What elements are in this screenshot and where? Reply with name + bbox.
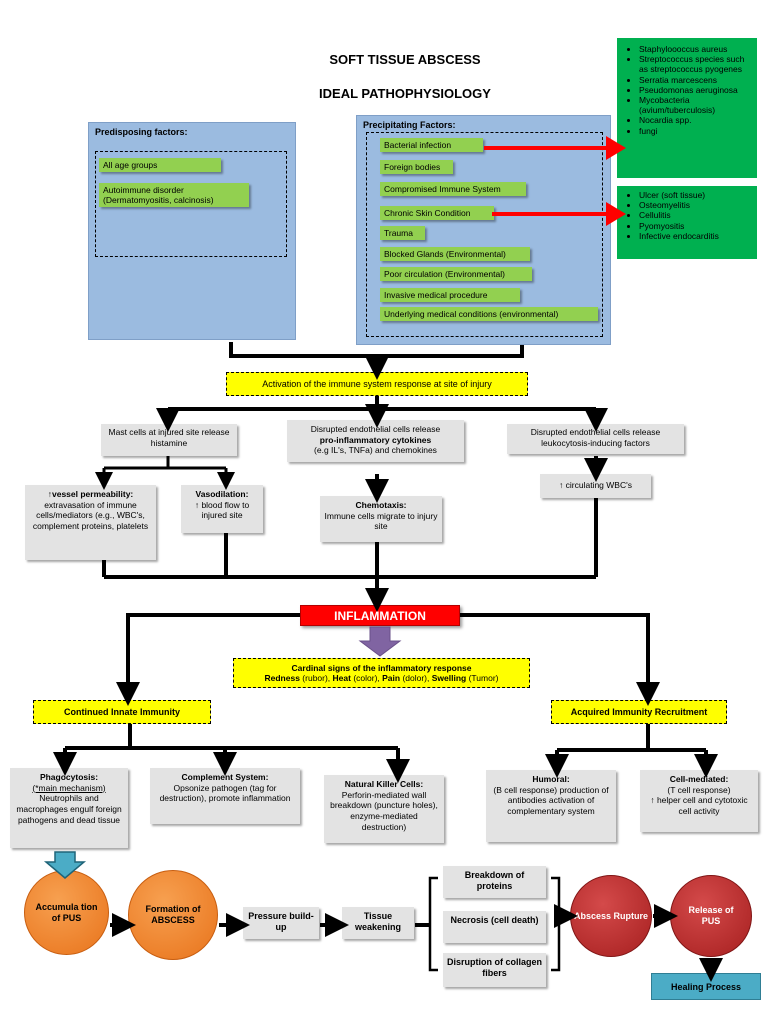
precipitating-item-blocked-glands: Blocked Glands (Environmental) [380, 247, 530, 262]
vessel-permeability-text: extravasation of immune cells/mediators … [32, 499, 149, 531]
precipitating-header: Precipitating Factors: [363, 120, 456, 130]
bacteria-item: fungi [639, 126, 751, 136]
precipitating-item-compromised: Compromised Immune System [380, 182, 526, 197]
blue-arrow [43, 851, 87, 879]
phagocytosis-title: Phagocytosis: [39, 772, 99, 782]
bacteria-item: Serratia marcescens [639, 75, 751, 85]
vasodilation-text: ↑ blood flow to injured site [194, 499, 250, 521]
cell-mediated-box: Cell-mediated: (T cell response) ↑ helpe… [640, 770, 758, 832]
cardinal-signs-title: Cardinal signs of the inflammatory respo… [291, 663, 472, 673]
skin-condition-item: Ulcer (soft tissue) [639, 190, 751, 200]
complement-text: Opsonize pathogen (tag for destruction),… [159, 782, 291, 804]
humoral-box: Humoral: (B cell response) production of… [486, 770, 616, 842]
nk-cells-text: Perforin-mediated wall breakdown (punctu… [330, 789, 438, 832]
accumulation-of-pus-circle: Accumula tion of PUS [24, 870, 109, 955]
pressure-buildup-box: Pressure build-up [243, 907, 319, 939]
predisposing-item-autoimmune: Autoimmune disorder (Dermatomyositis, ca… [99, 183, 249, 208]
nk-cells-box: Natural Killer Cells: Perforin-mediated … [324, 775, 444, 843]
bacteria-list-box: Staphyloooccus aureus Streptococcus spec… [617, 38, 757, 178]
skin-condition-item: Osteomyelitis [639, 200, 751, 210]
cardinal-signs-box: Cardinal signs of the inflammatory respo… [233, 658, 530, 688]
precipitating-item-underlying: Underlying medical conditions (environme… [380, 307, 598, 322]
vasodilation-title: Vasodilation: [195, 489, 249, 499]
precipitating-item-poor-circulation: Poor circulation (Environmental) [380, 267, 532, 282]
sign-heat: Heat [332, 673, 351, 683]
abscess-rupture-circle: Abscess Rupture [570, 875, 652, 957]
sign-heat-latin: (color), [350, 673, 383, 683]
page-title: SOFT TISSUE ABSCESS [329, 52, 481, 67]
cell-mediated-text2: ↑ helper cell and cytotoxic cell activit… [650, 795, 748, 816]
skin-conditions-box: Ulcer (soft tissue) Osteomyelitis Cellul… [617, 186, 757, 259]
collagen-disruption-box: Disruption of collagen fibers [443, 953, 546, 987]
complement-system-box: Complement System: Opsonize pathogen (ta… [150, 768, 300, 824]
skin-condition-item: Infective endocarditis [639, 231, 751, 241]
predisposing-panel: Predisposing factors: All age groups Aut… [88, 122, 296, 340]
sign-redness-latin: (rubor), [299, 673, 333, 683]
bacteria-item: Pseudomonas aeruginosa [639, 85, 751, 95]
humoral-title: Humoral: [532, 774, 570, 784]
page-subtitle: IDEAL PATHOPHYSIOLOGY [319, 86, 491, 101]
precipitating-item-trauma: Trauma [380, 226, 425, 241]
cell-mediated-text: (T cell response) [667, 784, 731, 795]
predisposing-dashed-frame [95, 151, 287, 257]
predisposing-item-age: All age groups [99, 158, 221, 173]
purple-arrow [358, 626, 402, 657]
phagocytosis-text: Neutrophils and macrophages engulf forei… [16, 793, 122, 825]
nk-cells-title: Natural Killer Cells: [344, 779, 424, 789]
sign-swelling: Swelling [431, 673, 467, 683]
chemotaxis-text: Immune cells migrate to injury site [324, 510, 438, 532]
phagocytosis-box: Phagocytosis: (*main mechanism) Neutroph… [10, 768, 128, 848]
bacteria-item: Streptococcus species such as streptococ… [639, 54, 751, 74]
phagocytosis-note: (*main mechanism) [32, 782, 106, 793]
vasodilation-box: Vasodilation: ↑ blood flow to injured si… [181, 485, 263, 533]
cytokines-bold: pro-inflammatory cytokines [319, 434, 432, 445]
precipitating-dashed-frame [366, 132, 603, 337]
chemotaxis-box: Chemotaxis: Immune cells migrate to inju… [320, 496, 442, 542]
skin-condition-item: Pyomyositis [639, 221, 751, 231]
predisposing-header: Predisposing factors: [95, 127, 188, 137]
cytokines-line3: (e.g IL's, TNFa) and chemokines [314, 445, 437, 456]
precipitating-item-bacterial: Bacterial infection [380, 138, 483, 153]
breakdown-proteins-box: Breakdown of proteins [443, 866, 546, 898]
chemotaxis-title: Chemotaxis: [355, 500, 407, 510]
sign-pain-latin: (dolor), [400, 673, 432, 683]
arrow-to-acquired [460, 613, 660, 706]
sign-swelling-latin: (Tumor) [466, 673, 499, 683]
bacteria-item: Nocardia spp. [639, 115, 751, 125]
precipitating-item-foreign: Foreign bodies [380, 160, 453, 175]
bracket-right [551, 876, 561, 972]
tissue-weakening-box: Tissue weakening [342, 907, 414, 939]
bracket-top [229, 342, 524, 358]
skin-condition-item: Cellulitis [639, 210, 751, 220]
necrosis-box: Necrosis (cell death) [443, 911, 546, 943]
arrow-to-innate [116, 613, 300, 706]
complement-title: Complement System: [181, 772, 269, 782]
precipitating-item-chronic-skin: Chronic Skin Condition [380, 206, 494, 221]
cardinal-signs-list: Redness (rubor), Heat (color), Pain (dol… [265, 673, 499, 683]
sign-redness: Redness [264, 673, 300, 683]
humoral-text: (B cell response) production of antibodi… [493, 784, 609, 816]
precipitating-item-invasive: Invasive medical procedure [380, 288, 520, 303]
bacteria-item: Staphyloooccus aureus [639, 44, 751, 54]
cytokines-line1: Disrupted endothelial cells release [310, 424, 441, 434]
precipitating-panel: Precipitating Factors: Bacterial infecti… [356, 115, 611, 345]
vessel-permeability-box: ↑vessel permeability: extravasation of i… [25, 485, 156, 560]
bracket-left [428, 876, 438, 972]
sign-pain: Pain [382, 673, 401, 683]
vessel-permeability-title: ↑vessel permeability: [47, 489, 134, 499]
cell-mediated-title: Cell-mediated: [669, 774, 729, 784]
bacteria-item: Mycobacteria (avium/tuberculosis) [639, 95, 751, 115]
